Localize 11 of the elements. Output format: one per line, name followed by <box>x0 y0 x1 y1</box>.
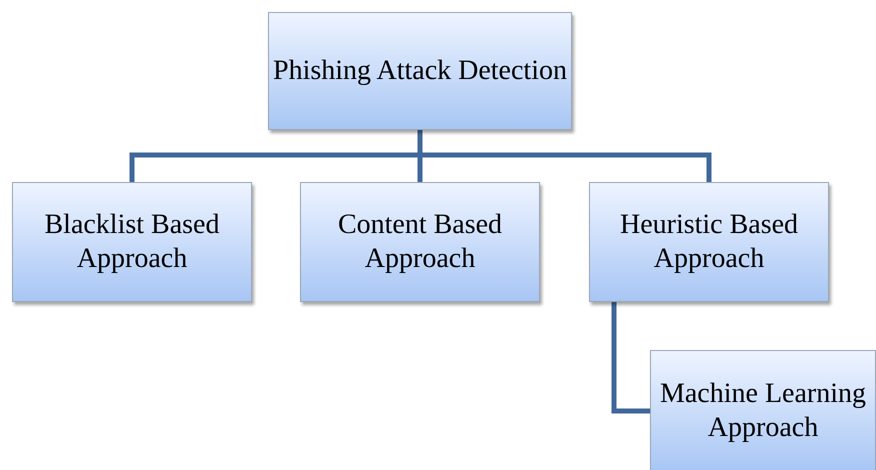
process-box <box>300 182 540 302</box>
process-box <box>268 12 572 130</box>
box-label: Phishing Attack Detection <box>273 54 567 88</box>
box-label: Heuristic Based Approach <box>618 208 800 276</box>
box-label: Blacklist Based Approach <box>44 208 220 276</box>
box-label: Machine Learning Approach <box>658 377 868 445</box>
process-box <box>589 182 829 302</box>
connector-line <box>612 302 650 414</box>
box-label: Content Based Approach <box>336 208 504 276</box>
process-box <box>650 350 876 470</box>
process-box <box>12 182 252 302</box>
